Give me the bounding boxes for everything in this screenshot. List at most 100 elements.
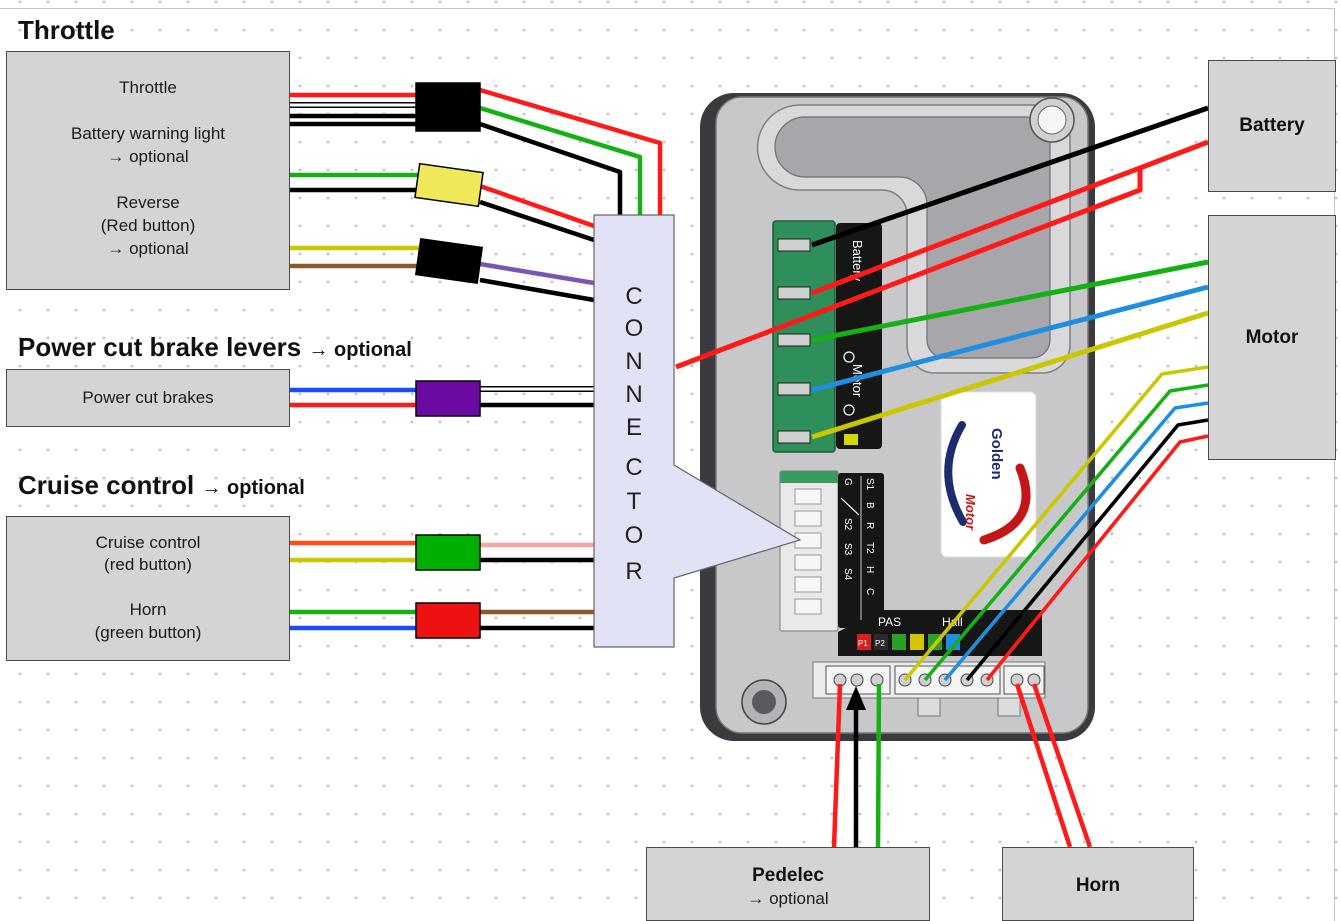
terminal-2 [777, 286, 811, 300]
connector-letter-3: N [625, 348, 642, 375]
motor-box-label: Motor [1245, 327, 1299, 348]
motor-phase-symbol-1 [843, 351, 855, 363]
cruise-heading: Cruise control → optional [18, 469, 305, 504]
cruise-box-line-horn: Horn [129, 600, 167, 619]
hall-pin-1 [910, 634, 924, 650]
signal-connector-strip [780, 471, 838, 483]
connector-letter-4: N [625, 381, 642, 408]
signal-slot-5 [794, 576, 822, 593]
pas-label-p1: P1 [858, 639, 868, 648]
connector-to-battery-wire-red [675, 168, 1143, 370]
terminal-1 [777, 238, 811, 252]
signal-slot-2 [794, 510, 822, 527]
strip-tab-2 [997, 697, 1021, 717]
motor-wire-blue [811, 284, 1209, 393]
hall-wires [903, 365, 1209, 682]
brakes-box-label: Power cut brakes [82, 388, 214, 407]
signal-label-slash [840, 497, 860, 516]
motor-wire-green [811, 259, 1209, 343]
logo-blue-arc [944, 421, 967, 526]
signal-label-g: G [842, 478, 853, 486]
battery-wire-red [811, 139, 1209, 296]
cruise-box: Cruise control (red button) Horn (green … [6, 516, 290, 661]
connector-letter-5: E [626, 414, 642, 441]
signal-label-s1: S1 [864, 478, 875, 491]
motor-wire-yellow [811, 310, 1209, 440]
throttle-wire-black-out [479, 121, 623, 215]
signal-label-s2: S2 [842, 518, 853, 531]
motor-phase-marker [844, 434, 858, 445]
power-wires [675, 105, 1209, 440]
throttle-wire-red-out [479, 87, 663, 215]
pas-pin-p1 [857, 634, 871, 650]
terminal-5 [777, 430, 811, 444]
controller: Battery Motor G S2 S3 S4 S1 B R T2 H C P… [700, 93, 1095, 741]
terminal-4 [777, 382, 811, 396]
bottom-wires [831, 683, 1093, 848]
throttle-wires [290, 87, 663, 631]
mounting-hole-bottom-inner [752, 690, 776, 714]
port-label-pas: PAS [878, 615, 901, 629]
terminal-3 [777, 333, 811, 347]
page-frame [0, 8, 1335, 921]
motor-phase-symbol-2 [843, 404, 855, 416]
logo-text-golden: Golden [988, 428, 1005, 480]
connector: C O N N E C T O R [593, 214, 802, 648]
horn-box-label: Horn [1075, 875, 1121, 896]
signal-label-c: C [864, 588, 875, 595]
brakes-heading-text: Power cut brake levers [18, 332, 302, 362]
logo-text-motor: Motor [963, 494, 978, 531]
pedelec-box-note: → optional [747, 889, 829, 908]
warning-light-wire-black-out [479, 199, 595, 243]
connector-shape [593, 214, 802, 648]
hall-wire-green [923, 383, 1209, 682]
signal-slot-4 [794, 554, 822, 571]
throttle-box-line-warning-optional: → optional [107, 147, 189, 166]
plugs [414, 82, 484, 639]
pedelec-wire-green [875, 683, 882, 848]
power-label-battery: Battery [850, 240, 865, 282]
signal-label-t2: T2 [864, 542, 875, 554]
pas-pin-p2 [874, 634, 888, 650]
cruise-heading-note: → optional [201, 477, 305, 499]
connector-letter-1: C [625, 283, 642, 310]
connector-letter-2: O [625, 315, 644, 342]
signal-label-s4: S4 [842, 568, 853, 581]
motor-box: Motor [1208, 215, 1336, 460]
cruise-plug [415, 534, 481, 571]
hall-wire-yellow [903, 365, 1209, 682]
throttle-plug [415, 82, 481, 132]
throttle-box: Throttle Battery warning light → optiona… [6, 51, 290, 290]
throttle-box-line-red-button: (Red button) [100, 216, 196, 235]
pedelec-arrow-head [846, 686, 866, 710]
port-label-panel [838, 610, 1042, 656]
strip-tab-1 [917, 697, 941, 717]
cruise-box-line-cruise: Cruise control [95, 533, 201, 552]
pedelec-pin-2 [850, 673, 864, 687]
throttle-box-line-throttle: Throttle [119, 78, 177, 97]
logo-panel [940, 391, 1037, 558]
signal-label-r: R [864, 522, 875, 529]
signal-label-b: B [864, 502, 875, 509]
connector-letter-7: T [627, 488, 642, 515]
battery-wire-black [811, 105, 1209, 248]
hall-wire-blue [943, 401, 1209, 682]
signal-slot-6 [794, 598, 822, 615]
cruise-box-line-red-button: (red button) [104, 555, 192, 574]
throttle-heading-text: Throttle [18, 15, 115, 45]
cruise-heading-text: Cruise control [18, 470, 195, 500]
throttle-wire-green-out [479, 105, 643, 215]
connector-letter-8: O [625, 522, 644, 549]
logo-red-arc [979, 463, 1031, 545]
throttle-box-line-reverse: Reverse [116, 193, 180, 212]
hall-wire-red [985, 434, 1209, 682]
warning-light-plug [414, 162, 484, 208]
horn-button-plug [415, 602, 481, 639]
pedelec-box-label: Pedelec [752, 865, 824, 886]
cruise-box-line-green-button: (green button) [94, 623, 202, 642]
brakes-heading: Power cut brake levers → optional [18, 331, 412, 366]
throttle-box-line-reverse-optional: → optional [107, 239, 189, 258]
brakes-heading-note: → optional [308, 339, 412, 361]
battery-box: Battery [1208, 60, 1336, 192]
